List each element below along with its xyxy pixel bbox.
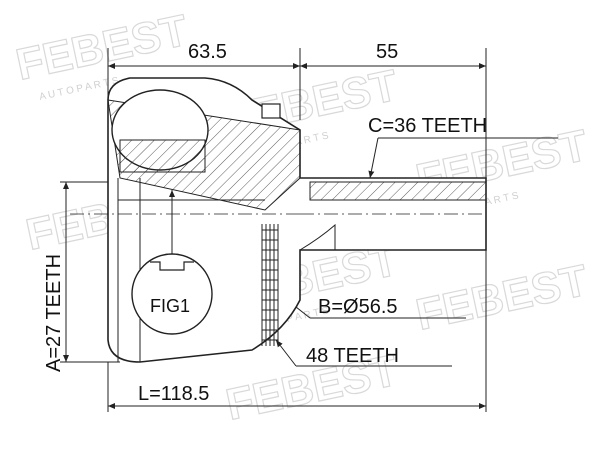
inner-teeth-label: A=27 TEETH	[43, 254, 65, 372]
watermark-brand-1: FEBEST	[12, 6, 192, 90]
length-label: L=118.5	[138, 383, 209, 405]
abs-ring-diameter-label: B=Ø56.5	[318, 296, 398, 318]
shaft-teeth-label: C=36 TEETH	[368, 115, 487, 137]
dim-top-left-label: 63.5	[188, 41, 227, 63]
watermark-brand-6: FEBEST	[412, 256, 592, 340]
label-layer: 63.5 55 C=36 TEETH B=Ø56.5 48 TEETH L=11…	[43, 41, 487, 405]
fig1-detail	[131, 190, 213, 335]
figure-label: FIG1	[150, 296, 190, 316]
dim-top-right-label: 55	[376, 41, 398, 63]
abs-ring-teeth-label: 48 TEETH	[306, 345, 399, 367]
dimension-lines	[60, 48, 558, 412]
